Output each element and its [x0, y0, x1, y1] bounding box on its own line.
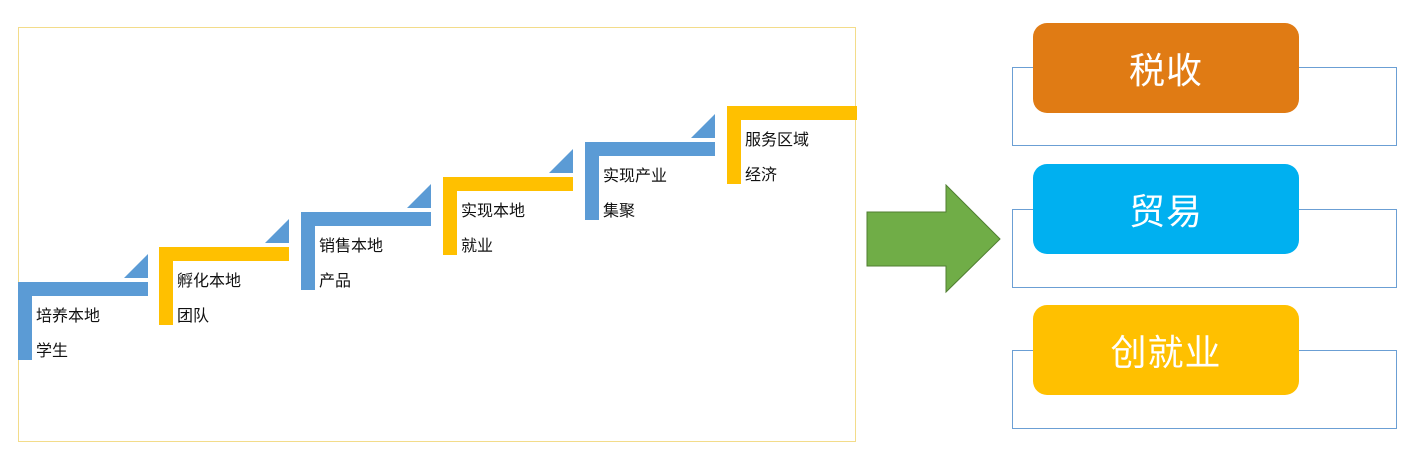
- step-5-line2: 集聚: [603, 201, 636, 220]
- step-2-line1: 孵化本地: [177, 271, 242, 290]
- right-arrow-icon: [866, 184, 1001, 294]
- step-6-riser: [727, 106, 741, 184]
- outcome-jobs: 创就业: [1033, 305, 1299, 395]
- step-2-riser: [159, 247, 173, 325]
- step-5-line1: 实现产业: [603, 166, 668, 185]
- step-4-line2: 就业: [461, 236, 494, 255]
- arrow-shape: [866, 184, 1001, 294]
- step-1-triangle: [124, 254, 148, 278]
- step-2-label: 孵化本地 团队: [177, 263, 241, 333]
- step-3-line2: 产品: [319, 271, 352, 290]
- step-1: 培养本地 学生: [18, 254, 148, 412]
- step-3-triangle: [407, 184, 431, 208]
- outcome-trade-label: 贸易: [1128, 192, 1203, 233]
- step-2: 孵化本地 团队: [159, 219, 289, 377]
- step-5-label: 实现产业 集聚: [603, 158, 667, 228]
- step-3: 销售本地 产品: [301, 184, 431, 342]
- step-1-line1: 培养本地: [36, 306, 101, 325]
- outcome-trade: 贸易: [1033, 164, 1299, 254]
- step-3-tread: [301, 212, 431, 226]
- step-5: 实现产业 集聚: [585, 114, 715, 272]
- step-4-riser: [443, 177, 457, 255]
- step-4: 实现本地 就业: [443, 149, 573, 307]
- step-6-tread: [727, 106, 857, 120]
- step-1-tread: [18, 282, 148, 296]
- step-2-triangle: [265, 219, 289, 243]
- step-4-tread: [443, 177, 573, 191]
- step-5-triangle: [691, 114, 715, 138]
- step-1-line2: 学生: [36, 341, 69, 360]
- step-3-riser: [301, 212, 315, 290]
- step-3-line1: 销售本地: [319, 236, 384, 255]
- staircase-frame: [18, 27, 856, 442]
- step-2-line2: 团队: [177, 306, 210, 325]
- step-1-riser: [18, 282, 32, 360]
- step-6-line2: 经济: [745, 165, 778, 184]
- step-5-tread: [585, 142, 715, 156]
- step-5-riser: [585, 142, 599, 220]
- step-3-label: 销售本地 产品: [319, 228, 383, 298]
- step-4-label: 实现本地 就业: [461, 193, 525, 263]
- step-4-triangle: [549, 149, 573, 173]
- step-4-line1: 实现本地: [461, 201, 526, 220]
- step-6-line1: 服务区域: [745, 130, 810, 149]
- step-1-label: 培养本地 学生: [36, 298, 100, 368]
- outcome-tax: 税收: [1033, 23, 1299, 113]
- step-6-label: 服务区域 经济: [745, 122, 809, 192]
- step-2-tread: [159, 247, 289, 261]
- outcome-jobs-label: 创就业: [1110, 333, 1222, 374]
- outcome-tax-label: 税收: [1128, 51, 1203, 92]
- step-6: 服务区域 经济: [727, 106, 857, 236]
